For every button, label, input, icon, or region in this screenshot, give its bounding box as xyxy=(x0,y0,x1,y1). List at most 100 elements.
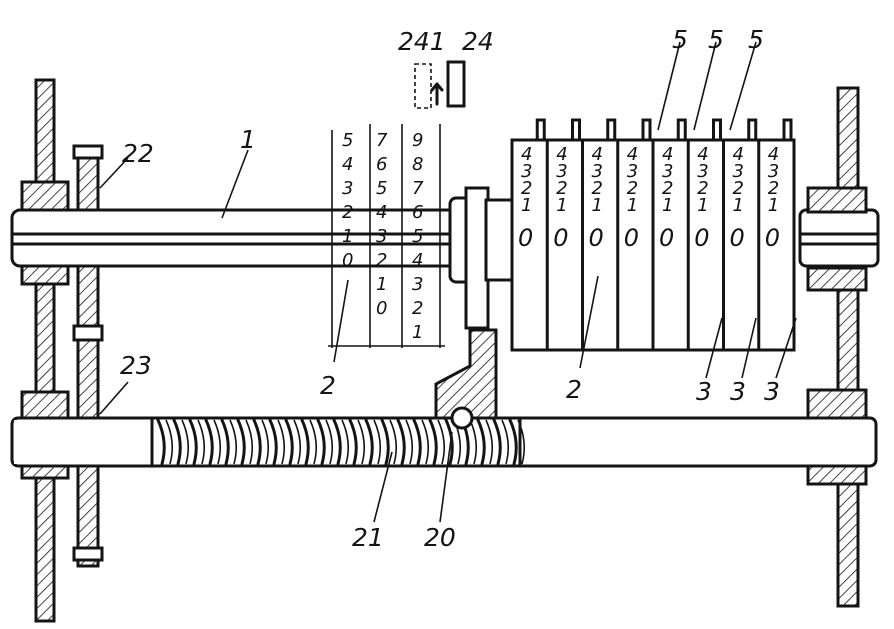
thread-coil xyxy=(236,418,246,466)
wheel-pin xyxy=(747,118,758,142)
screw-thread xyxy=(156,418,526,466)
thread-coil xyxy=(444,418,454,466)
wheel-digit: 0 xyxy=(589,224,604,252)
thread-coil xyxy=(412,418,422,466)
wheel-digit: 3 xyxy=(662,161,673,182)
label-wheel-right: 2 xyxy=(566,375,582,404)
column-digit: 0 xyxy=(376,298,387,319)
thread-coil xyxy=(364,418,374,466)
wheel-digit: 1 xyxy=(592,195,603,216)
column-digit: 2 xyxy=(412,298,423,319)
wheel-digit: 2 xyxy=(556,178,567,199)
wheel-digit: 2 xyxy=(697,178,708,199)
digit-column-frames xyxy=(328,124,445,348)
wheel-pin xyxy=(606,118,617,142)
wheel-digit: 3 xyxy=(627,161,638,182)
wheel-digit: 2 xyxy=(662,178,673,199)
wheel-digit: 4 xyxy=(697,144,708,165)
label-disc-c: 3 xyxy=(764,377,780,406)
thread-coil xyxy=(172,418,182,466)
thread-coil xyxy=(213,419,222,465)
wheel-digit: 1 xyxy=(627,195,638,216)
right-frame-plate xyxy=(806,86,868,608)
thread-coil xyxy=(277,419,286,465)
wheel-digit: 3 xyxy=(768,161,779,182)
column-digit: 1 xyxy=(376,274,387,295)
wheel-pin xyxy=(712,118,722,142)
wheel-digit: 3 xyxy=(697,161,708,182)
wheel-digit: 4 xyxy=(733,144,744,165)
label-gear-top: 22 xyxy=(122,139,154,168)
thread-coil xyxy=(389,419,398,465)
thread-coil xyxy=(325,419,334,465)
column-digit: 1 xyxy=(342,226,353,247)
wheel-pin xyxy=(571,118,581,142)
wheel-digit: 4 xyxy=(521,144,532,165)
wheel-pin xyxy=(676,118,687,142)
column-digit: 5 xyxy=(412,226,423,247)
column-digit: 6 xyxy=(376,154,387,175)
label-pin-a: 5 xyxy=(672,25,688,54)
lead-screw xyxy=(10,406,878,468)
wheel-digit: 0 xyxy=(659,224,674,252)
thread-coil xyxy=(293,419,302,465)
wheel-pin xyxy=(641,118,652,142)
wheel-digit: 1 xyxy=(662,195,673,216)
wheel-pin xyxy=(535,118,546,142)
column-digit: 3 xyxy=(412,274,423,295)
wheel-digit: 0 xyxy=(730,224,745,252)
leader-lines xyxy=(99,41,797,523)
column-digit: 3 xyxy=(342,178,353,199)
wheel-digit: 1 xyxy=(556,195,567,216)
thread-coil xyxy=(229,419,238,465)
thread-coil xyxy=(197,419,206,465)
wheel-digit: 4 xyxy=(627,144,638,165)
thread-coil xyxy=(204,418,214,466)
wheel-digit: 1 xyxy=(733,195,744,216)
column-digit: 5 xyxy=(342,130,353,151)
label-pin-c: 5 xyxy=(748,25,764,54)
thread-coil xyxy=(181,419,190,465)
wheel-pins xyxy=(535,118,793,142)
wheel-digit: 3 xyxy=(733,161,744,182)
thread-coil xyxy=(485,419,494,465)
column-digit: 7 xyxy=(412,178,424,199)
wheel-pin xyxy=(782,118,793,142)
column-digit: 0 xyxy=(342,250,353,271)
column-digit: 5 xyxy=(376,178,387,199)
wheel-digit: 0 xyxy=(694,224,709,252)
label-screw: 21 xyxy=(352,523,384,552)
thread-coil xyxy=(421,419,430,465)
wheel-digit: 1 xyxy=(697,195,708,216)
thread-coil xyxy=(309,419,318,465)
wheel-digit: 4 xyxy=(592,144,603,165)
thread-coil xyxy=(501,419,510,465)
label-shaft: 1 xyxy=(240,125,256,154)
thread-coil xyxy=(476,418,486,466)
thread-coil xyxy=(268,418,278,466)
wheel-digit: 4 xyxy=(768,144,779,165)
wheel-digit: 2 xyxy=(733,178,744,199)
thread-coil xyxy=(316,418,326,466)
column-digit: 4 xyxy=(412,250,423,271)
column-digit: 2 xyxy=(376,250,387,271)
thread-coil xyxy=(261,419,270,465)
thread-coil xyxy=(348,418,358,466)
thread-coil xyxy=(188,418,198,466)
wheel-digit: 1 xyxy=(768,195,779,216)
wheel-dividers xyxy=(545,138,761,352)
thread-coil xyxy=(220,418,230,466)
column-digit: 8 xyxy=(412,154,423,175)
thread-coil xyxy=(245,419,254,465)
pawl-group xyxy=(414,60,466,109)
part-labels: 241 24 5 5 5 22 1 23 2 2 3 3 3 21 20 xyxy=(120,25,780,552)
wheel-digit: 0 xyxy=(553,224,568,252)
wheel-digit: 4 xyxy=(556,144,567,165)
wheel-digit: 0 xyxy=(765,224,780,252)
thread-coil xyxy=(380,418,390,466)
wheel-digit: 1 xyxy=(521,195,532,216)
